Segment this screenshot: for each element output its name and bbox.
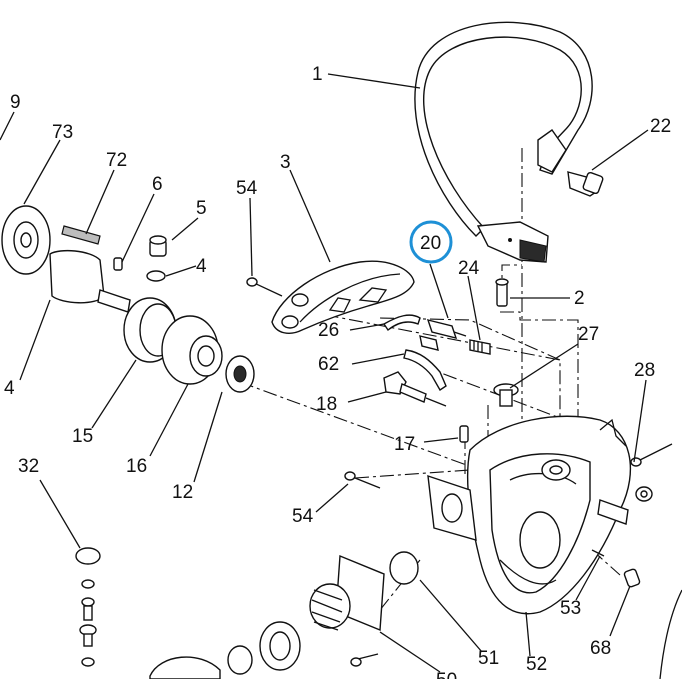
label-part-54-upper: 54 xyxy=(236,178,258,199)
pin-part-53 xyxy=(591,549,605,557)
label-part-26: 26 xyxy=(318,320,339,341)
assembly-lines xyxy=(239,148,621,611)
label-part-12: 12 xyxy=(172,482,193,503)
screw-stack-part-32 xyxy=(75,547,101,667)
label-part-17: 17 xyxy=(394,434,415,455)
nipple-part-24 xyxy=(469,339,491,355)
screw-part-28 xyxy=(630,443,673,502)
label-part-4-lower: 4 xyxy=(4,378,15,399)
bolt-part-22 xyxy=(567,171,604,197)
sleeve-part-68 xyxy=(623,568,641,588)
drum-part-73 xyxy=(1,205,51,275)
adapter-part-50 xyxy=(227,554,385,675)
leader-lines xyxy=(0,73,649,673)
label-part-68: 68 xyxy=(590,638,611,659)
label-part-52: 52 xyxy=(526,654,547,675)
fitting-part-20 xyxy=(419,319,467,351)
plate-part-51 xyxy=(389,474,477,585)
front-handle-part-1 xyxy=(414,21,593,263)
label-part-20: 20 xyxy=(420,233,441,254)
label-part-3: 3 xyxy=(280,152,291,173)
label-part-18: 18 xyxy=(316,394,337,415)
label-part-53: 53 xyxy=(560,598,581,619)
pin-part-17 xyxy=(459,425,469,443)
label-part-62: 62 xyxy=(318,354,339,375)
label-part-9: 9 xyxy=(10,92,21,113)
screw-part-54-upper xyxy=(246,277,283,297)
bolt-part-18 xyxy=(383,371,447,407)
label-part-24: 24 xyxy=(458,258,480,279)
label-part-6: 6 xyxy=(152,174,163,195)
bearing-part-12 xyxy=(225,355,255,393)
label-part-16: 16 xyxy=(126,456,147,477)
hose-part-62 xyxy=(403,349,447,391)
label-part-15: 15 xyxy=(72,426,93,447)
plug-part-27 xyxy=(493,383,519,407)
bushing-part-5 xyxy=(149,235,167,257)
oring-part-4 xyxy=(146,270,166,282)
label-part-32: 32 xyxy=(18,456,39,477)
clutch-part-72 xyxy=(49,225,105,304)
label-part-1: 1 xyxy=(312,64,323,85)
bottom-partial-parts xyxy=(149,589,682,679)
label-part-51: 51 xyxy=(478,648,499,669)
crankcase-part-52 xyxy=(466,415,632,615)
hose-part-26 xyxy=(383,314,421,332)
cover-part-3 xyxy=(271,260,415,334)
screw-part-2 xyxy=(495,278,509,307)
shaft-part-4 xyxy=(97,289,131,313)
part-labels: 1 22 9 73 72 6 3 54 5 20 4 24 2 26 27 62… xyxy=(4,64,671,679)
label-part-22: 22 xyxy=(650,116,671,137)
label-part-2: 2 xyxy=(574,288,585,309)
label-part-73: 73 xyxy=(52,122,73,143)
bearing-part-16 xyxy=(161,315,223,385)
screw-part-54-lower xyxy=(344,471,381,489)
label-part-4-upper: 4 xyxy=(196,256,207,277)
label-part-5: 5 xyxy=(196,198,207,219)
label-part-27: 27 xyxy=(578,324,599,345)
label-part-28: 28 xyxy=(634,360,655,381)
label-part-72: 72 xyxy=(106,150,127,171)
pin-part-6 xyxy=(113,257,123,271)
label-part-54-lower: 54 xyxy=(292,506,314,527)
highlight-circle xyxy=(409,220,453,264)
label-part-50: 50 xyxy=(436,670,457,679)
